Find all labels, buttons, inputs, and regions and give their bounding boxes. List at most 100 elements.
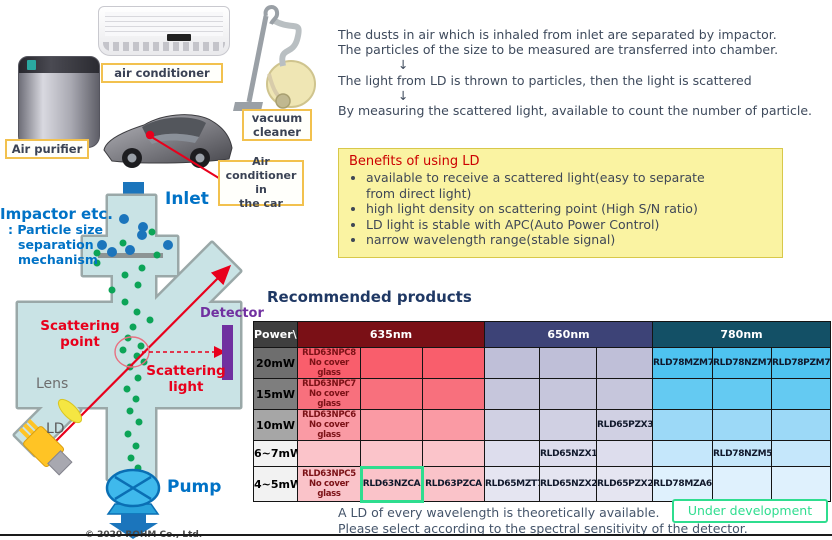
product-cell [484,347,540,379]
product-name: RLD63NPC6 [302,410,356,421]
band-635-header: 635nm [297,321,485,348]
power-label: 15mW [253,378,298,410]
vacuum-cleaner-image [233,5,316,111]
air-conditioner-label-text: air conditioner [114,66,210,80]
benefit-3: LD light is stable with APC(Auto Power C… [366,216,660,232]
scattering-point-label: Scattering point [40,318,120,350]
products-title: Recommended products [267,288,472,306]
air-purifier-label-text: Air purifier [11,142,83,156]
impactor-sub-line3: mechanism [18,252,98,267]
car-pointer-line [149,135,223,181]
product-name: RLD63PZCA [425,479,482,489]
vacuum-cleaner-label: vacuum cleaner [242,109,312,141]
product-cell [539,378,597,410]
product-cell: RLD63PZCA [422,466,485,502]
sensor-diagram [12,182,243,539]
product-cell [484,440,540,467]
scattering-light-line1: Scattering [146,363,226,379]
car-ac-label-line3: the car [239,197,283,210]
table-header-row: Power\λ 635nm 650nm 780nm [253,321,831,348]
product-name: RLD78NZM5 [713,448,772,459]
scattered-light-arrow [142,346,226,358]
air-conditioner-stripes [105,12,223,36]
product-cell [484,378,540,410]
scattering-light-line2: light [168,379,204,395]
product-cell [712,378,772,410]
product-cell: RLD78MZM7 [652,347,713,379]
product-cell [360,409,423,441]
product-cell: RLD65NZX1 [539,440,597,467]
air-purifier-label: Air purifier [5,139,89,159]
footnote: A LD of every wavelength is theoreticall… [338,505,748,537]
benefit-item: available to receive a scattered light(e… [366,170,772,201]
footnote-line1: A LD of every wavelength is theoreticall… [338,505,660,520]
detector-label: Detector [200,306,264,321]
inlet-label: Inlet [165,189,209,209]
product-cell [360,440,423,467]
vacuum-label-line2: cleaner [253,125,301,139]
product-cell [771,409,831,441]
product-cell-highlighted: RLD63NZCA [359,465,424,503]
product-name: RLD63NZCA [362,479,421,489]
impactor-title: Impactor etc. [0,205,113,223]
impactor-plate [98,253,163,258]
detector-icon [222,325,233,380]
product-cell: RLD78NZM7 [712,347,772,379]
product-cell: RLD65PZX3 [596,409,653,441]
air-conditioner-label: air conditioner [101,63,223,83]
products-table: Power\λ 635nm 650nm 780nm 20mW RLD63NPC8… [253,321,831,503]
impactor-sub-line1: : Particle size [8,222,104,237]
air-conditioner-display [167,34,191,41]
product-cell: RLD65MZT7 [484,466,540,502]
product-cell [360,347,423,379]
pump-icon [105,468,161,515]
down-arrow-glyph: ↓ [398,57,409,73]
large-particles [97,214,173,257]
benefits-list: available to receive a scattered light(e… [349,170,772,248]
product-cell [422,347,485,379]
benefit-item: LD light is stable with APC(Auto Power C… [366,217,772,233]
benefit-2: high light density on scattering point (… [366,201,698,216]
benefit-1-line1: available to receive a scattered light(e… [366,170,705,185]
product-note: No cover glass [309,420,349,440]
product-cell: RLD78NZM5 [712,440,772,467]
band-780-header: 780nm [652,321,831,348]
impactor-sub-line2: separation [18,237,94,252]
product-cell [652,409,713,441]
scattering-point-line2: point [60,334,100,350]
scattering-light-label: Scattering light [140,363,232,395]
car-ac-label-line1: Air [252,155,270,168]
product-name: RLD78PZM7 [772,358,831,368]
ld-label: LD [46,421,65,437]
product-cell [771,440,831,467]
product-cell [771,466,831,502]
product-note: No cover glass [309,389,349,409]
product-name: RLD63NPC8 [302,348,356,359]
benefit-item: narrow wavelength range(stable signal) [366,232,772,248]
product-cell [539,409,597,441]
product-cell [712,409,772,441]
description-line3: The light from LD is thrown to particles… [338,72,752,88]
product-note: No cover glass [309,479,349,499]
product-name: RLD65PZX3 [597,420,653,430]
product-cell [422,409,485,441]
outlet-arrow-icon [109,514,158,539]
product-cell: RLD78MZA6 [652,466,713,502]
product-cell [297,440,361,467]
product-cell [360,378,423,410]
product-name: RLD78MZM7 [653,358,713,368]
footnote-line2: Please select according to the spectral … [338,521,748,536]
power-label: 6~7mW [253,440,298,467]
ld-icon [18,419,73,476]
product-name: RLD63NPC7 [302,379,356,390]
product-name: RLD78MZA6 [653,479,712,489]
product-cell [771,378,831,410]
